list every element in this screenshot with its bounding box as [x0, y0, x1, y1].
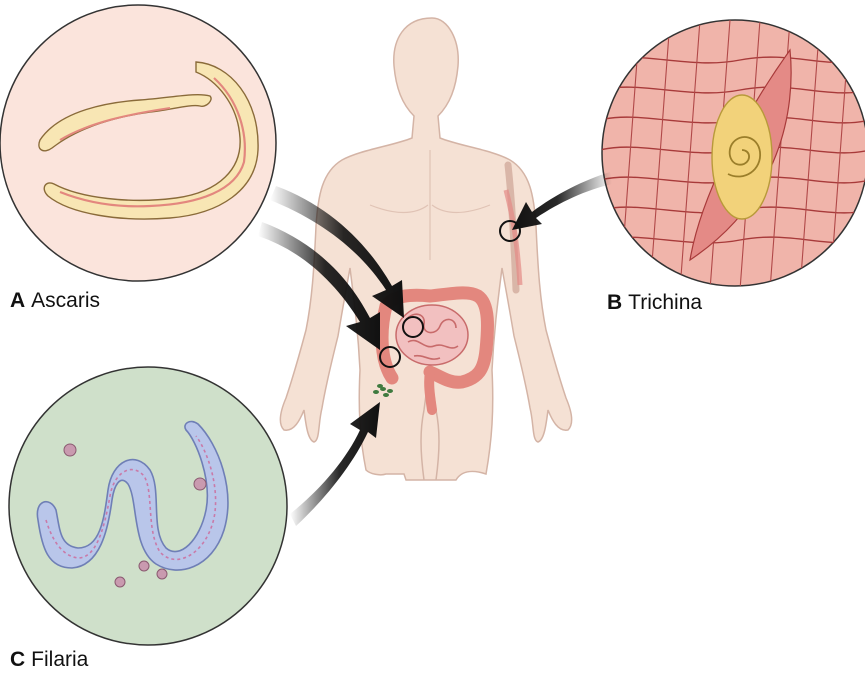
caption-ascaris-letter: A [10, 289, 25, 312]
body-figure [280, 18, 571, 480]
filaria-magnified-circle [9, 367, 287, 645]
caption-ascaris: A Ascaris [10, 289, 100, 313]
body-silhouette [280, 18, 571, 480]
caption-filaria: C Filaria [10, 648, 88, 672]
trichina-magnified-circle [600, 20, 865, 290]
caption-ascaris-name: Ascaris [31, 289, 100, 312]
caption-filaria-name: Filaria [31, 648, 88, 671]
caption-trichina: B Trichina [607, 291, 702, 315]
filaria-cell-4 [139, 561, 149, 571]
ascaris-magnified-circle [0, 5, 276, 281]
filaria-cell-3 [115, 577, 125, 587]
caption-trichina-letter: B [607, 291, 622, 314]
filaria-cell-2 [194, 478, 206, 490]
caption-filaria-letter: C [10, 648, 25, 671]
caption-trichina-name: Trichina [628, 291, 702, 314]
rectum [429, 372, 432, 410]
trichina-cyst [712, 95, 772, 219]
filaria-cell-5 [157, 569, 167, 579]
filaria-cell-1 [64, 444, 76, 456]
